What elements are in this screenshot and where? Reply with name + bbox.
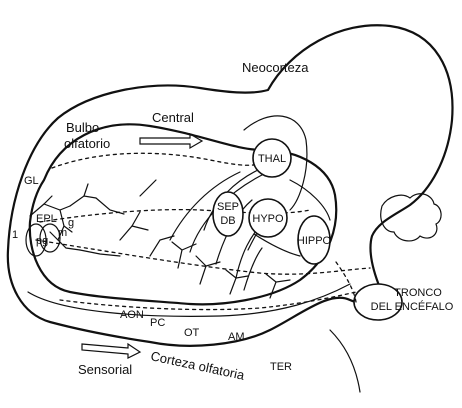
sensorial-arrow	[82, 344, 140, 358]
hippo-label: HIPPO	[297, 235, 332, 247]
pg-label: pg	[36, 235, 48, 247]
db-label: DB	[220, 215, 235, 227]
hypo-label: HYPO	[252, 213, 284, 225]
lower-curve	[330, 330, 360, 392]
central-arrow	[140, 134, 202, 148]
central-label: Central	[152, 110, 194, 125]
brainstem-label-1: TRONCO	[394, 287, 442, 299]
sensorial-label: Sensorial	[78, 362, 132, 377]
sep-db-node	[213, 192, 243, 236]
olfactory-bulb-label-2: olfatorio	[64, 136, 110, 151]
thal-label: THAL	[258, 153, 286, 165]
number-label: 1	[12, 229, 18, 241]
aon-label: AON	[120, 309, 144, 321]
m-label: m	[58, 227, 67, 239]
neocortex-label: Neocorteza	[242, 60, 309, 75]
brainstem-label-2: DEL ENCÉFALO	[371, 300, 454, 313]
sep-label: SEP	[217, 201, 239, 213]
ter-label: TER	[270, 361, 292, 373]
hippo-connector	[290, 180, 330, 220]
cortex-neurons	[120, 180, 290, 298]
dotted-path-bottom	[60, 290, 365, 310]
dotted-path-top	[52, 153, 268, 168]
olfactory-bulb-label-1: Bulbo	[66, 120, 99, 135]
ot-label: OT	[184, 327, 200, 339]
epl-label: EPL	[36, 213, 57, 225]
pc-label: PC	[150, 317, 165, 329]
gl-label: GL	[24, 175, 39, 187]
olfactory-cortex-label: Corteza olfatoria	[149, 348, 246, 383]
g-label: g	[68, 217, 74, 229]
am-label: AM	[228, 331, 245, 343]
hippo-connector-2	[254, 234, 300, 256]
